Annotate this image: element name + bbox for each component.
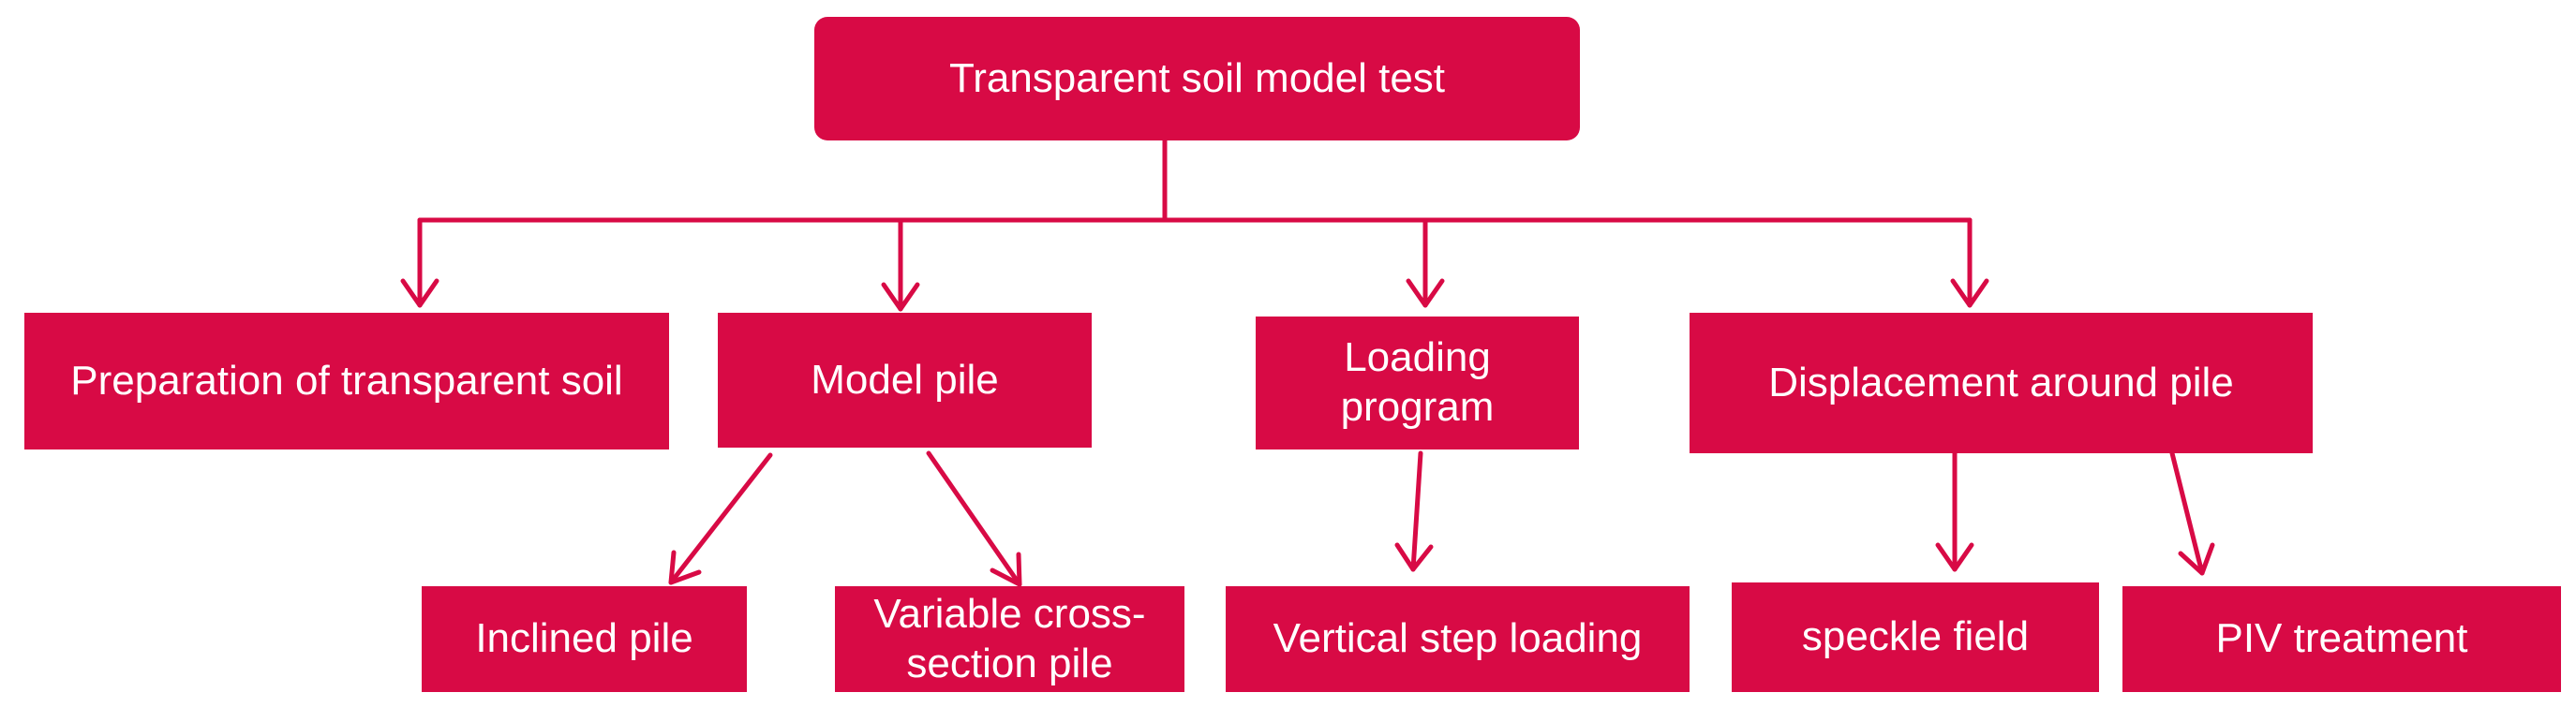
node-displacement-label: Displacement around pile <box>1768 359 2234 405</box>
arrowhead-displacement <box>1950 278 1989 308</box>
arrowhead-speckle-field <box>1935 542 1974 572</box>
node-loading-program: Loading program <box>1256 317 1579 449</box>
node-model-pile-label: Model pile <box>811 356 999 403</box>
arrowhead-loading-program <box>1406 278 1445 308</box>
node-speckle-field: speckle field <box>1732 582 2099 692</box>
arrowhead-inclined-pile <box>668 550 702 585</box>
arrowhead-model-pile <box>881 282 920 312</box>
node-loading-program-label: Loading program <box>1340 334 1495 430</box>
node-speckle-field-label: speckle field <box>1801 613 2030 660</box>
node-inclined-pile-label: Inclined pile <box>475 615 693 662</box>
node-model-pile: Model pile <box>718 313 1092 448</box>
root-label: Transparent soil model test <box>948 54 1446 101</box>
node-preparation: Preparation of transparent soil <box>24 313 669 449</box>
arrowhead-piv <box>2178 542 2215 576</box>
node-inclined-pile: Inclined pile <box>422 586 747 692</box>
arrowhead-variable-section <box>990 552 1022 587</box>
root-node: Transparent soil model test <box>814 17 1580 140</box>
node-piv-label: PIV treatment <box>2215 615 2468 662</box>
node-displacement: Displacement around pile <box>1690 313 2313 453</box>
node-variable-section-label: Variable cross-section pile <box>873 590 1146 686</box>
node-vertical-step: Vertical step loading <box>1226 586 1690 692</box>
node-variable-section: Variable cross-section pile <box>835 586 1184 692</box>
arrowhead-preparation <box>400 278 439 308</box>
connector-piv <box>2169 450 2205 576</box>
connector-vertical-step <box>1410 450 1423 572</box>
arrowhead-vertical-step <box>1394 542 1434 572</box>
node-vertical-step-label: Vertical step loading <box>1273 615 1643 662</box>
connector-variable-section <box>926 450 1022 587</box>
node-piv: PIV treatment <box>2122 586 2561 692</box>
node-preparation-label: Preparation of transparent soil <box>70 357 623 404</box>
connector-inclined-pile <box>668 452 773 585</box>
